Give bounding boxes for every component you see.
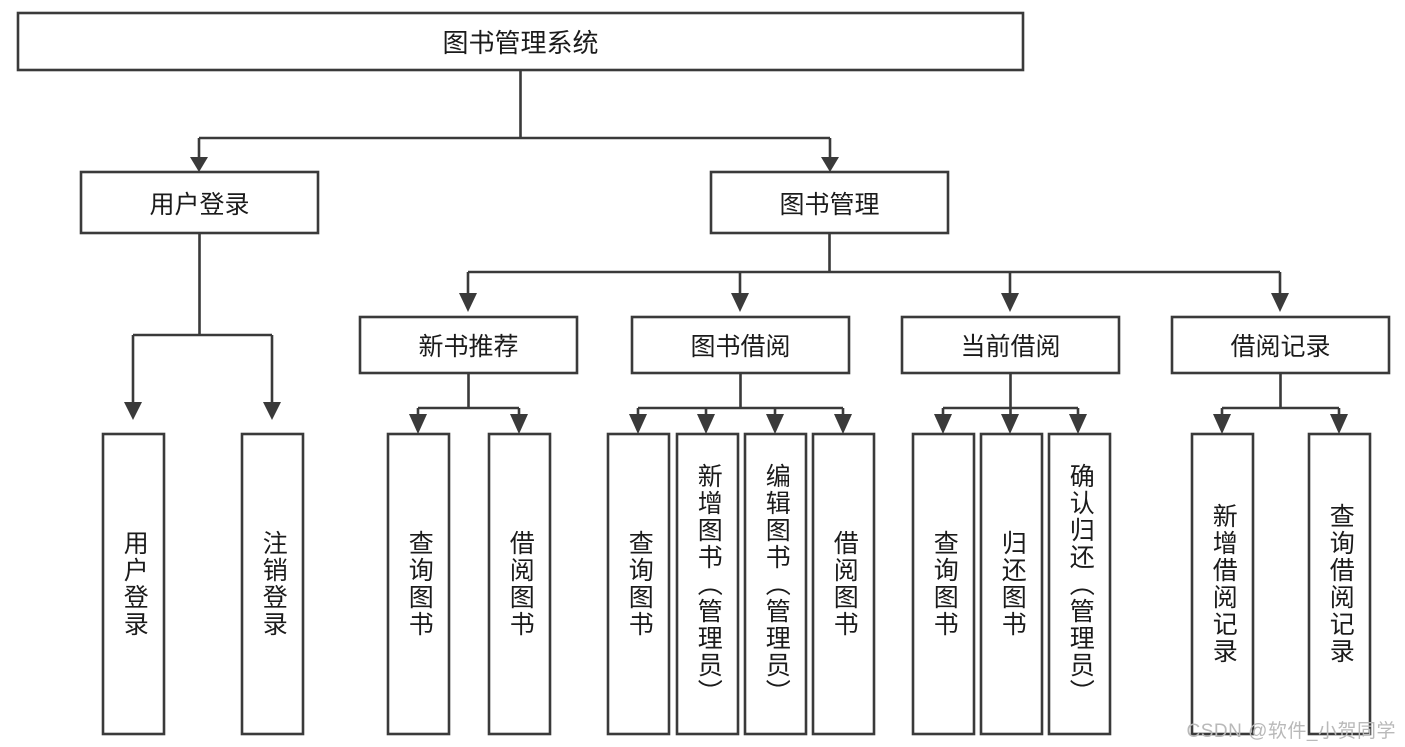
- node-leaf-user-login[interactable]: [101, 432, 166, 736]
- connector-user-login-to-leaves: [131, 233, 274, 403]
- node-book-borrow[interactable]: [630, 315, 851, 375]
- arrow-head-to-leaf-query-record: [1330, 414, 1348, 434]
- connector-root-to-level2: [197, 70, 832, 160]
- node-book-management[interactable]: [709, 170, 950, 235]
- node-leaf-query-book-2[interactable]: [606, 432, 671, 736]
- watermark-text: CSDN @软件_小贺同学: [1186, 721, 1396, 742]
- arrow-head-to-leaf-logout-login: [263, 402, 281, 420]
- node-leaf-confirm-return[interactable]: [1047, 432, 1112, 736]
- arrow-head-to-leaf-edit-book: [766, 414, 784, 434]
- node-leaf-query-record[interactable]: [1307, 432, 1372, 736]
- node-leaf-edit-book[interactable]: [743, 432, 808, 736]
- node-leaf-query-book-1[interactable]: [386, 432, 451, 736]
- node-leaf-borrow-book-1[interactable]: [487, 432, 552, 736]
- arrow-head-to-leaf-query-book-3: [934, 414, 952, 434]
- connector-book-borrow-to-leaves: [636, 373, 845, 418]
- node-current-borrow[interactable]: [900, 315, 1121, 375]
- node-leaf-return-book[interactable]: [979, 432, 1044, 736]
- node-borrow-record[interactable]: [1170, 315, 1391, 375]
- node-leaf-query-book-3[interactable]: [911, 432, 976, 736]
- node-leaf-borrow-book-2[interactable]: [811, 432, 876, 736]
- arrow-head-to-current-borrow: [1001, 293, 1019, 312]
- arrow-head-to-leaf-user-login: [124, 402, 142, 420]
- arrow-head-to-book-borrow: [731, 293, 749, 312]
- arrow-head-to-borrow-record: [1271, 293, 1289, 312]
- arrow-head-to-leaf-query-book-2: [629, 414, 647, 434]
- arrow-head-to-leaf-add-book: [697, 414, 715, 434]
- arrow-head-to-leaf-return-book: [1001, 414, 1019, 434]
- node-leaf-add-record[interactable]: [1190, 432, 1255, 736]
- node-leaf-logout-login[interactable]: [240, 432, 305, 736]
- connector-current-borrow-to-leaves: [941, 373, 1080, 418]
- arrow-head-to-leaf-borrow-book-2: [834, 414, 852, 434]
- arrow-head-to-leaf-query-book-1: [409, 414, 427, 434]
- node-user-login[interactable]: [79, 170, 320, 235]
- node-root[interactable]: [16, 11, 1025, 72]
- arrow-head-to-book-management: [821, 157, 839, 172]
- arrow-head-to-leaf-borrow-book-1: [510, 414, 528, 434]
- connector-borrow-record-to-leaves: [1220, 373, 1341, 418]
- arrow-head-to-leaf-add-record: [1213, 414, 1231, 434]
- connector-new-book-recommend-to-leaves: [416, 373, 521, 418]
- connector-book-management-to-level3: [466, 233, 1282, 295]
- arrow-head-to-new-book-recommend: [459, 293, 477, 312]
- arrow-head-to-leaf-confirm-return: [1069, 414, 1087, 434]
- node-new-book-recommend[interactable]: [358, 315, 579, 375]
- arrow-head-to-user-login: [190, 157, 208, 172]
- node-leaf-add-book[interactable]: [675, 432, 740, 736]
